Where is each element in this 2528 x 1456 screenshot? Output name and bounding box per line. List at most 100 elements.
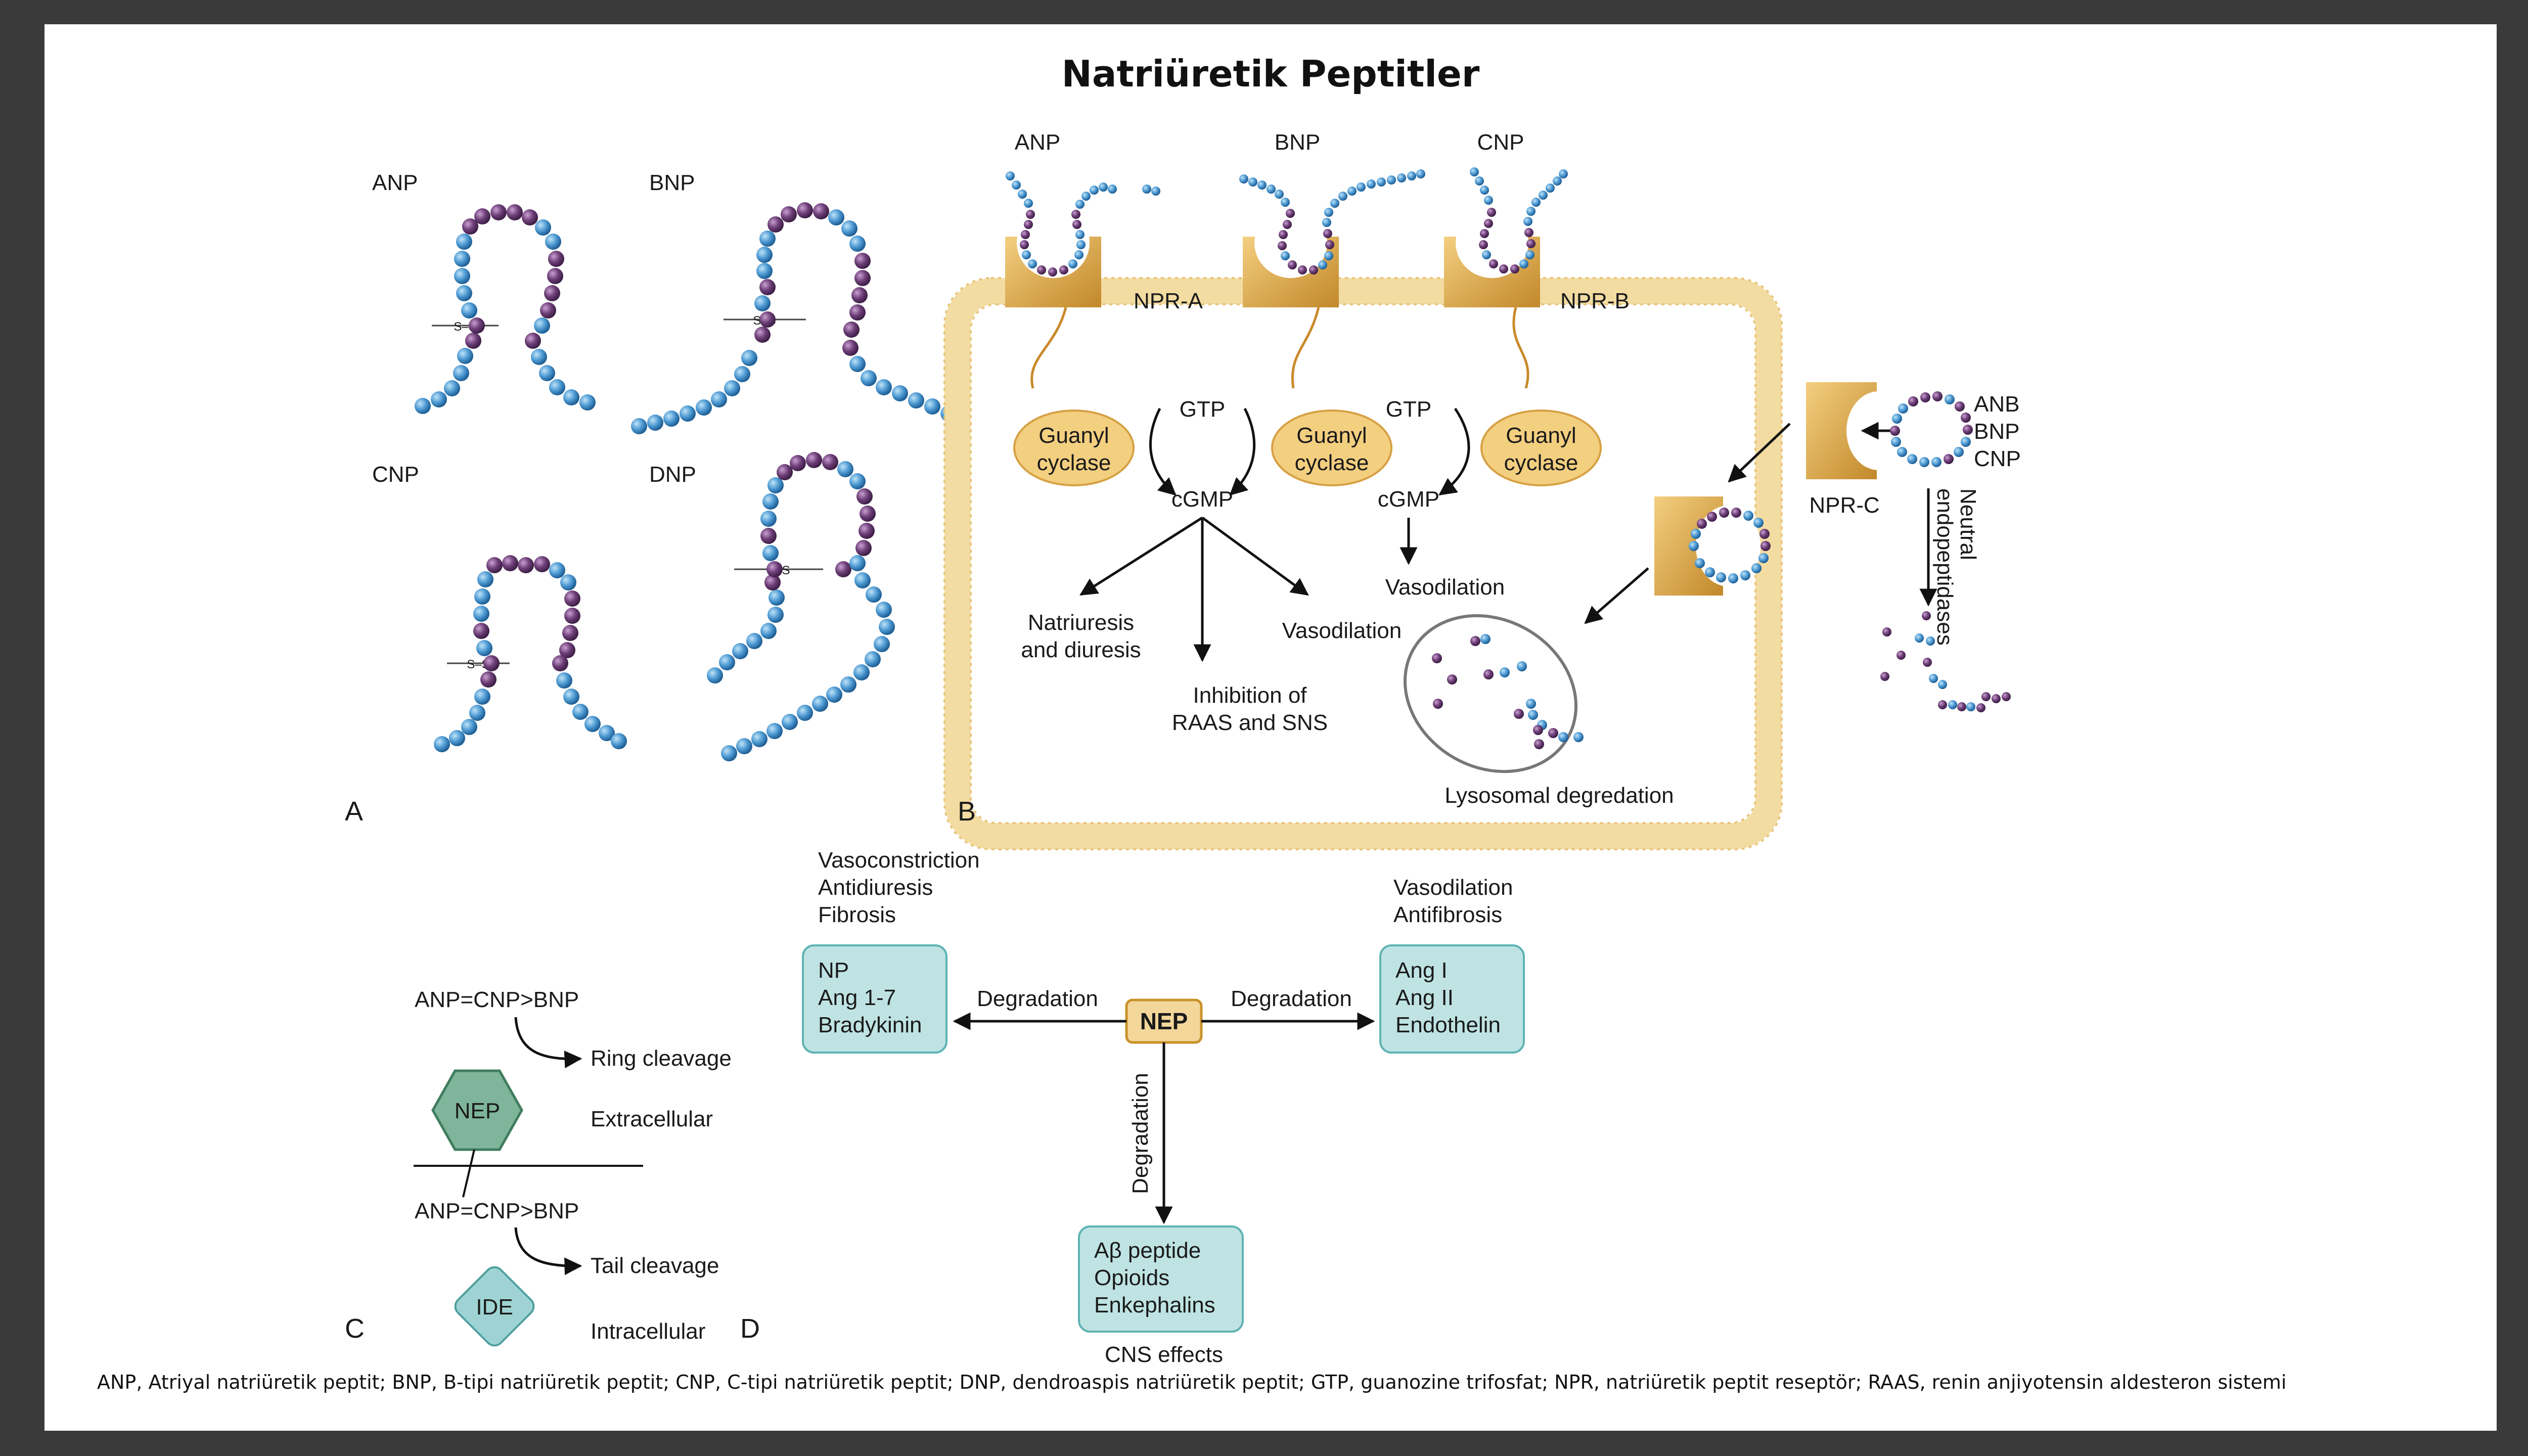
blue-bead [756,263,773,279]
blue-bead [457,348,473,364]
blue-bead [584,716,601,732]
purple-bead [1026,210,1035,219]
purple-bead [842,340,859,356]
blue-bead [724,380,740,396]
blue-bead [711,391,727,407]
panel-b-label: B [958,796,976,827]
blue-bead [766,723,783,739]
blue-bead [1526,207,1536,216]
purple-bead [1526,239,1536,248]
blue-bead [1528,710,1538,720]
blue-bead [1239,174,1248,184]
blue-bead [1318,260,1327,269]
purple-bead [1697,519,1707,529]
purple-bead [1963,425,1973,435]
blue-bead [908,392,924,408]
blue-bead [1324,208,1333,217]
vasodilation-label: Vasodilation [1282,618,1402,643]
blue-bead [1740,570,1750,580]
footnote: ANP, Atriyal natriüretik peptit; BNP, B-… [97,1371,2287,1393]
blue-bead [1018,190,1027,199]
diuresis-label: and diuresis [1021,638,1141,662]
svg-text:Aβ peptide: Aβ peptide [1094,1238,1201,1263]
antidiuresis-label: Antidiuresis [818,875,933,900]
svg-text:Ang 1-7: Ang 1-7 [818,985,896,1010]
anp-peptide-chain [415,204,596,414]
panel-d: Vasoconstriction Antidiuresis Fibrosis N… [740,848,1525,1367]
vasodilation-label: Vasodilation [1393,875,1513,900]
blue-bead [1728,573,1738,583]
gtp-label: GTP [1180,397,1225,422]
bnp-label: BNP [649,170,695,195]
blue-bead [1475,176,1484,186]
blue-bead [756,247,773,263]
purple-bead [797,202,813,218]
purple-bead [822,454,838,470]
blue-bead [453,365,469,381]
blue-bead [461,302,477,318]
purple-bead [502,555,518,571]
blue-bead [549,379,565,395]
purple-bead [522,209,538,225]
ring-cleavage-label: Ring cleavage [591,1046,732,1071]
purple-bead [525,333,541,349]
purple-bead [490,204,507,220]
blue-bead [707,667,723,684]
purple-bead [768,216,784,233]
cgmp-label: cGMP [1171,487,1233,512]
npr-b-receptor [1444,207,1540,389]
blue-bead [1081,192,1091,201]
blue-bead [1907,454,1917,464]
purple-bead [1880,672,1889,681]
blue-bead [535,219,551,236]
blue-bead [759,231,776,247]
purple-bead [1981,692,1991,701]
blue-bead [415,398,431,414]
blue-bead [599,725,615,741]
purple-bead [1447,674,1457,685]
blue-bead [924,398,940,415]
blue-bead [579,394,596,411]
blue-bead [874,636,890,652]
affinity-order-label: ANP=CNP>BNP [415,1199,579,1223]
blue-bead [762,545,779,561]
blue-bead [1275,190,1284,199]
nep-center-box: NEP [1125,998,1203,1044]
npr-b-label: NPR-B [1560,289,1630,313]
dnp-peptide-chain [707,452,895,761]
panel-a-label: A [345,796,363,827]
blue-bead [1028,259,1037,268]
blue-bead [696,399,712,416]
blue-bead [1151,187,1160,196]
blue-bead [1074,250,1084,259]
purple-bead [1731,508,1741,518]
purple-bead [469,317,485,334]
purple-bead [544,285,560,301]
blue-bead [1716,572,1726,582]
purple-bead [1286,209,1295,218]
purple-bead [540,302,556,318]
blue-bead [545,234,561,250]
blue-bead [1022,250,1031,259]
blue-bead [474,689,490,705]
blue-bead [1090,186,1099,195]
blue-bead [1758,553,1769,563]
purple-bead [480,671,496,688]
svg-text:Ang I: Ang I [1395,958,1448,983]
lysosomal-degradation-label: Lysosomal degredation [1444,783,1674,808]
blue-bead [769,589,785,606]
cell-membrane [944,278,1782,849]
blue-bead [849,236,866,252]
purple-bead [465,333,481,349]
blue-bead [454,268,470,284]
purple-bead [1470,636,1480,646]
blue-bead [1281,251,1290,260]
blue-bead [849,555,866,571]
cnp-ligand-chain [1470,167,1568,274]
blue-bead [456,285,472,301]
bottom-substrate-box: Aβ peptide Opioids Enkephalins [1078,1225,1244,1333]
blue-bead [1357,183,1366,192]
slide: Natriüretik Peptitler ANP BNP CNP DNP A [44,24,2497,1431]
purple-bead [1897,651,1906,660]
purple-bead [856,488,873,505]
